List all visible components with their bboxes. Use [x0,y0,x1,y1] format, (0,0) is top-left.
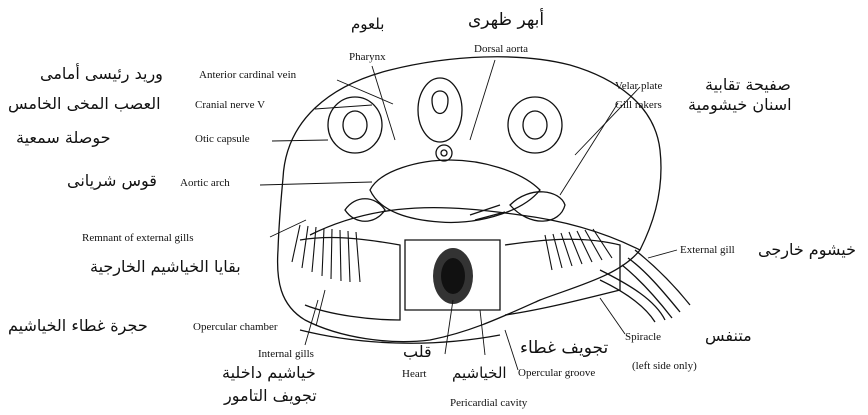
label-pericardial-en: Pericardial cavity [450,398,527,409]
pharynx-cavity [370,160,540,223]
label-gill-rakers-en: Gill rakers [615,100,662,111]
label-remnant-en: Remnant of external gills [82,233,194,244]
otic-capsule-left [328,97,382,153]
label-dorsal-aorta-ar: أبهر ظهرى [468,12,544,29]
label-velar-ar: صفيحة تقابية [705,77,791,93]
label-gills-ar: الخياشيم [452,366,507,381]
label-pharynx-en: Pharynx [349,52,386,63]
label-heart-en: Heart [402,369,426,380]
label-opercular-groove-ar: تجويف غطاء [520,340,608,357]
label-cranial-nerve-en: Cranial nerve V [195,100,265,111]
label-cranial-nerve-ar: العصب المخى الخامس [8,96,161,112]
label-opercular-chamber-ar: حجرة غطاء الخياشيم [8,318,148,334]
label-opercular-groove-en: Opercular groove [518,368,595,379]
label-external-gill-ar: خيشوم خارجى [758,242,856,258]
neural-tube [418,78,462,142]
label-spiracle-ar: متنفس [705,328,752,344]
label-external-gill-en: External gill [680,245,735,256]
label-gill-rakers-ar: اسنان خيشومية [688,97,792,113]
label-pharynx-ar: بلعوم [351,17,384,32]
label-heart-ar: قلب [403,344,432,360]
label-spiracle-en: Spiracle [625,332,661,343]
label-dorsal-aorta-en: Dorsal aorta [474,44,528,55]
label-otic-ar: حوصلة سمعية [16,130,110,146]
label-velar-en: Velar plate [615,81,662,92]
label-internal-gills-ar: خياشيم داخلية [222,365,316,381]
internal-gills-right [545,229,612,270]
label-pericardial-ar: تجويف التامور [224,388,317,404]
label-internal-gills-en: Internal gills [258,349,314,360]
notochord [436,145,452,161]
internal-gills-left [292,225,360,282]
body-outline [278,57,661,342]
label-otic-en: Otic capsule [195,134,250,145]
heart-shape [433,248,473,304]
label-aortic-arch-ar: قوس شريانى [67,173,157,189]
label-left-side-only: (left side only) [632,361,697,372]
label-anterior-cardinal-ar: وريد رئيسى أمامى [40,66,163,82]
label-opercular-chamber-en: Opercular chamber [193,322,278,333]
label-remnant-ar: بقايا الخياشيم الخارجية [90,259,241,275]
label-anterior-cardinal-en: Anterior cardinal vein [199,70,296,81]
otic-capsule-right [508,97,562,153]
label-aortic-arch-en: Aortic arch [180,178,230,189]
